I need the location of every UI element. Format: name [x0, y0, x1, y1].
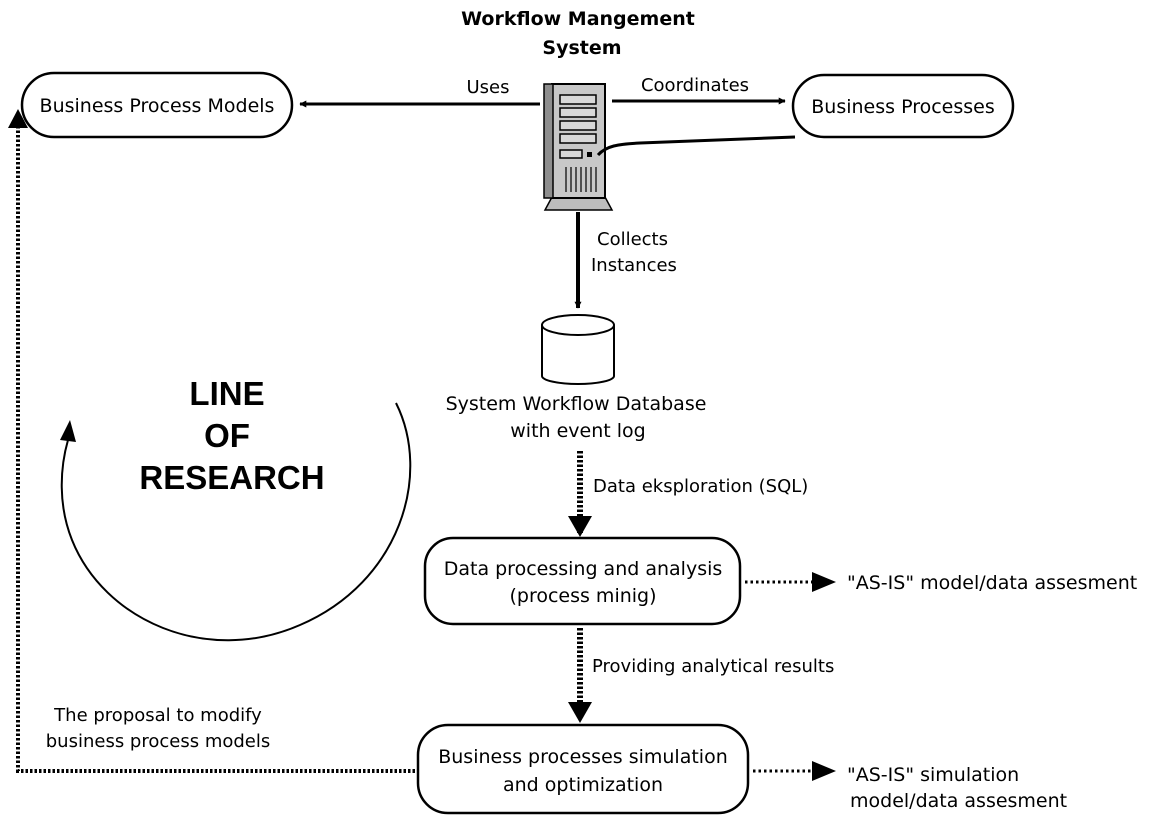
node-data-processing-label-line1: Data processing and analysis — [444, 558, 723, 580]
node-data-processing-label-line2: (process minig) — [509, 585, 656, 607]
edge-as-is-model-arrowhead — [812, 572, 836, 592]
system-title-line1: Workflow Mangement — [461, 8, 695, 30]
circular-arrow-head — [60, 420, 76, 442]
output-as-is-model-label: "AS-IS" model/data assesment — [847, 572, 1137, 594]
node-database-label-line1: System Workflow Database — [446, 393, 707, 415]
research-label-line1: LINE — [189, 375, 264, 412]
edge-collects-label-line1: Collects — [597, 229, 668, 250]
node-database-label-line2: with event log — [510, 420, 645, 442]
edge-providing-results-label: Providing analytical results — [592, 656, 834, 677]
edge-collects-label-line2: Instances — [591, 255, 677, 276]
server-icon — [543, 83, 614, 211]
node-business-process-models: Business Process Models — [20, 71, 294, 139]
edge-proposal-label-line1: The proposal to modify — [53, 705, 262, 726]
edge-proposal-label-line2: business process models — [46, 731, 271, 752]
node-simulation-label-line1: Business processes simulation — [438, 746, 728, 768]
edge-proposal-feedback-arrowhead — [8, 109, 28, 128]
edge-as-is-simulation-arrowhead — [812, 761, 836, 781]
database-cylinder-icon — [541, 314, 615, 385]
edge-data-exploration-label: Data eksploration (SQL) — [593, 476, 808, 497]
edge-data-exploration-arrowhead — [568, 516, 592, 537]
node-simulation: Business processes simulation and optimi… — [416, 723, 750, 815]
node-data-processing: Data processing and analysis (process mi… — [423, 536, 742, 626]
output-as-is-simulation-label-line2: model/data assesment — [850, 790, 1067, 812]
edge-uses-label: Uses — [466, 77, 509, 98]
research-label-line3: RESEARCH — [139, 459, 324, 496]
server-cable — [596, 135, 796, 157]
edge-proposal-feedback — [16, 125, 415, 773]
system-title-line2: System — [542, 37, 621, 59]
node-business-process-models-label: Business Process Models — [40, 95, 275, 117]
node-simulation-label-line2: and optimization — [503, 774, 663, 796]
research-label-line2: OF — [204, 417, 250, 454]
edge-providing-results-arrowhead — [568, 702, 592, 723]
node-business-processes-label: Business Processes — [811, 96, 995, 118]
edge-coordinates-label: Coordinates — [641, 75, 749, 96]
circular-arrow-icon — [60, 402, 412, 642]
node-business-processes: Business Processes — [791, 73, 1015, 139]
output-as-is-simulation-label-line1: "AS-IS" simulation — [847, 764, 1019, 786]
